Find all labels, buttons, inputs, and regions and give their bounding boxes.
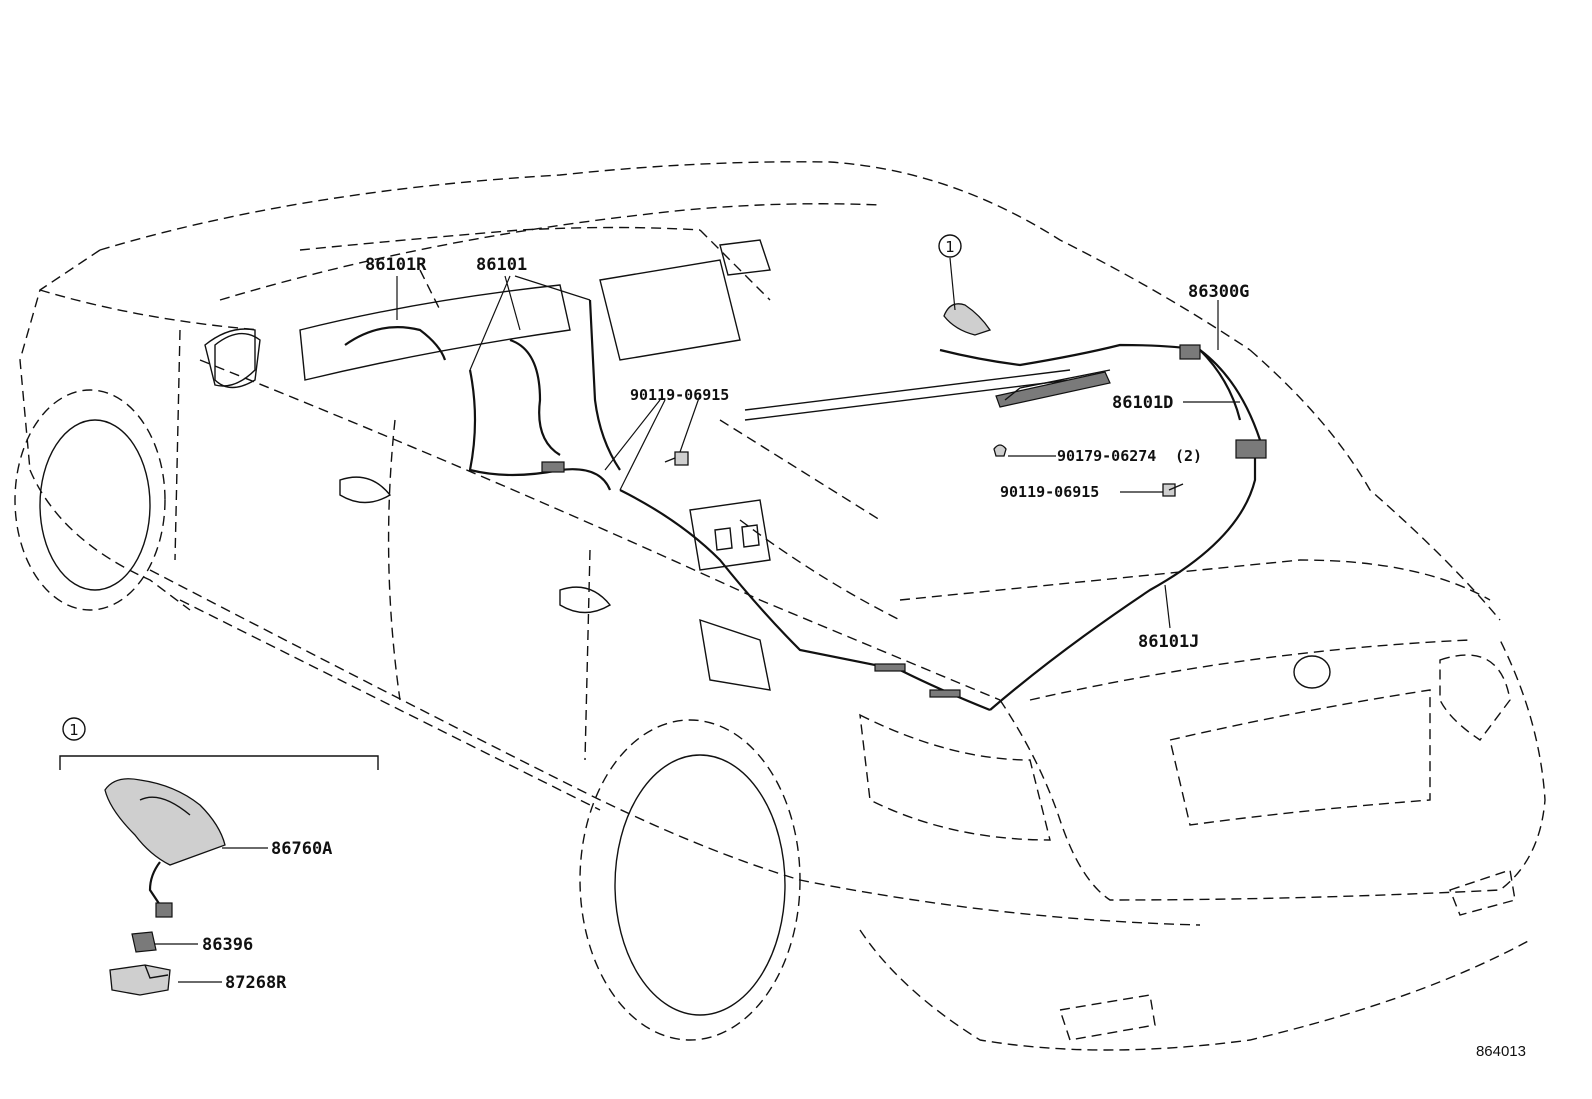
- detail-marker-roof-label: 1: [945, 238, 955, 256]
- pad-icon: [131, 931, 157, 953]
- figure-number: 864013: [1476, 1043, 1526, 1060]
- detail-marker-label: 1: [69, 721, 79, 739]
- callout-bolt-front: 90119-06915: [630, 386, 729, 404]
- callout-86396: 86396: [202, 935, 253, 955]
- interior-lines: [14, 239, 1331, 1041]
- antenna-on-roof-icon: [943, 303, 992, 336]
- detail-marker-circle-roof: [938, 234, 962, 258]
- callout-87268r: 87268R: [225, 973, 287, 993]
- clip-icon: [993, 444, 1007, 457]
- leader-lines: [155, 257, 1240, 983]
- car-body-outline: [19, 161, 1546, 1051]
- bolt-front-icon: [674, 451, 689, 466]
- callout-86101d: 86101D: [1112, 393, 1173, 413]
- detail-view: 1: [59, 717, 379, 996]
- callout-86101: 86101: [476, 255, 527, 275]
- detail-marker-circle: [62, 717, 86, 741]
- antenna-connector-icon: [155, 902, 173, 918]
- callout-86101j: 86101J: [1138, 632, 1199, 652]
- callout-86760a: 86760A: [271, 839, 332, 859]
- callouts: 86101R 86101 90119-06915 86300G 86101D 9…: [202, 255, 1526, 1060]
- antenna-cap-icon: [104, 778, 226, 866]
- callout-86101r: 86101R: [365, 255, 427, 275]
- antenna-module-icon: [995, 371, 1111, 408]
- callout-clip: 90179-06274: [1057, 447, 1156, 465]
- callout-clip-qty: (2): [1175, 447, 1202, 465]
- callout-86300g: 86300G: [1188, 282, 1249, 302]
- callout-bolt-rear: 90119-06915: [1000, 483, 1099, 501]
- bracket-icon: [109, 964, 171, 996]
- wiring-harnesses: [344, 299, 1262, 712]
- installed-parts: [541, 303, 1267, 698]
